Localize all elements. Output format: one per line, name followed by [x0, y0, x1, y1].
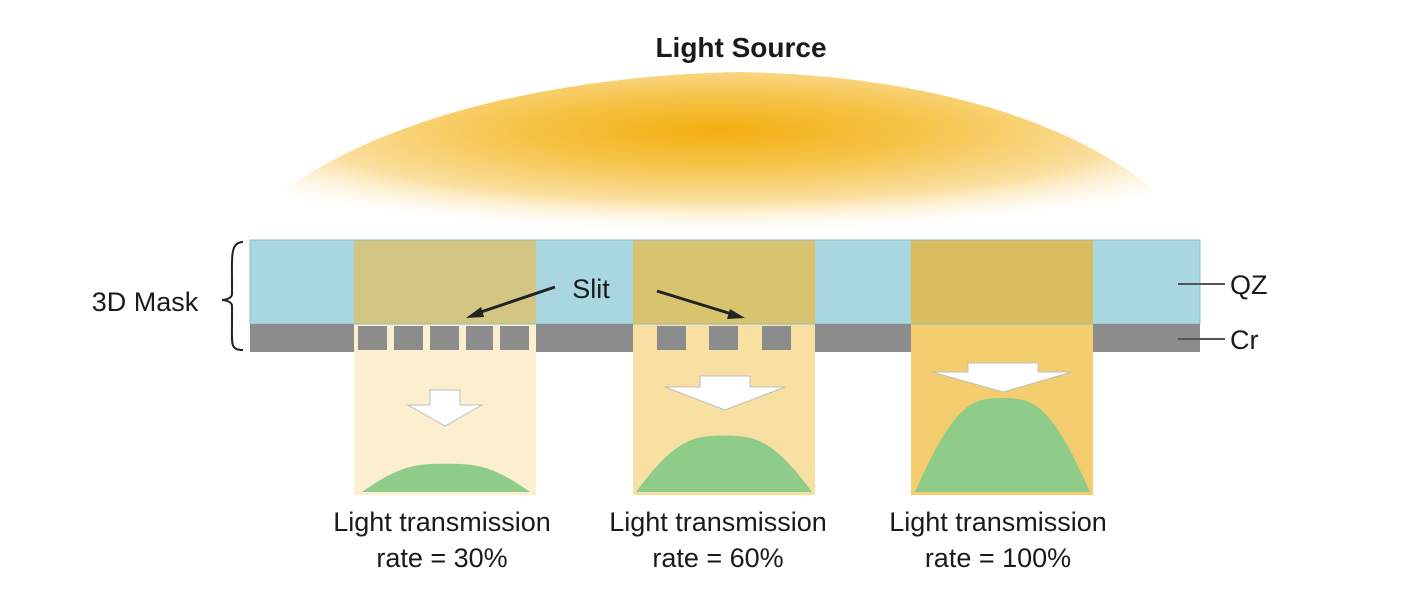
chrome-block	[815, 324, 911, 352]
caption-30-line2: rate = 30%	[376, 543, 507, 573]
quartz-layer	[249, 239, 1201, 325]
caption-60-line1: Light transmission	[609, 507, 827, 537]
quartz-segment	[354, 240, 536, 324]
chrome-block	[394, 326, 423, 350]
quartz-segment	[815, 240, 911, 324]
quartz-segment	[1093, 240, 1200, 324]
light-source-glow	[230, 72, 1205, 240]
qz-label: QZ	[1230, 270, 1268, 300]
intensity-profile-30	[362, 463, 530, 492]
chrome-block	[466, 326, 493, 350]
caption-30-line1: Light transmission	[333, 507, 551, 537]
caption-100-line2: rate = 100%	[925, 543, 1071, 573]
mask-label: 3D Mask	[92, 287, 199, 317]
chrome-block	[500, 326, 529, 350]
chrome-block	[762, 326, 791, 350]
quartz-segment	[250, 240, 354, 324]
quartz-segment	[911, 240, 1093, 324]
slit-pointer-right	[656, 289, 745, 319]
quartz-segment	[536, 240, 633, 324]
slit-pointer-left	[466, 285, 556, 318]
caption-60-line2: rate = 60%	[652, 543, 783, 573]
intensity-profile-60	[636, 435, 812, 492]
light-source-title: Light Source	[655, 32, 826, 63]
mask-bracket	[221, 241, 244, 351]
intensity-profile-100	[915, 398, 1090, 492]
chrome-layer	[250, 324, 1200, 352]
chrome-block	[536, 324, 633, 352]
slit-label: Slit	[572, 274, 610, 304]
chrome-block	[250, 324, 354, 352]
arrow-100	[931, 362, 1073, 393]
caption-100-line1: Light transmission	[889, 507, 1107, 537]
quartz-segment	[633, 240, 815, 324]
arrow-30	[406, 389, 484, 427]
quartz-outline	[249, 239, 1201, 325]
chrome-block	[430, 326, 459, 350]
chrome-block	[657, 326, 686, 350]
chrome-block	[358, 326, 387, 350]
chrome-block	[709, 326, 738, 350]
arrow-60	[664, 375, 786, 411]
cr-label: Cr	[1230, 325, 1259, 355]
